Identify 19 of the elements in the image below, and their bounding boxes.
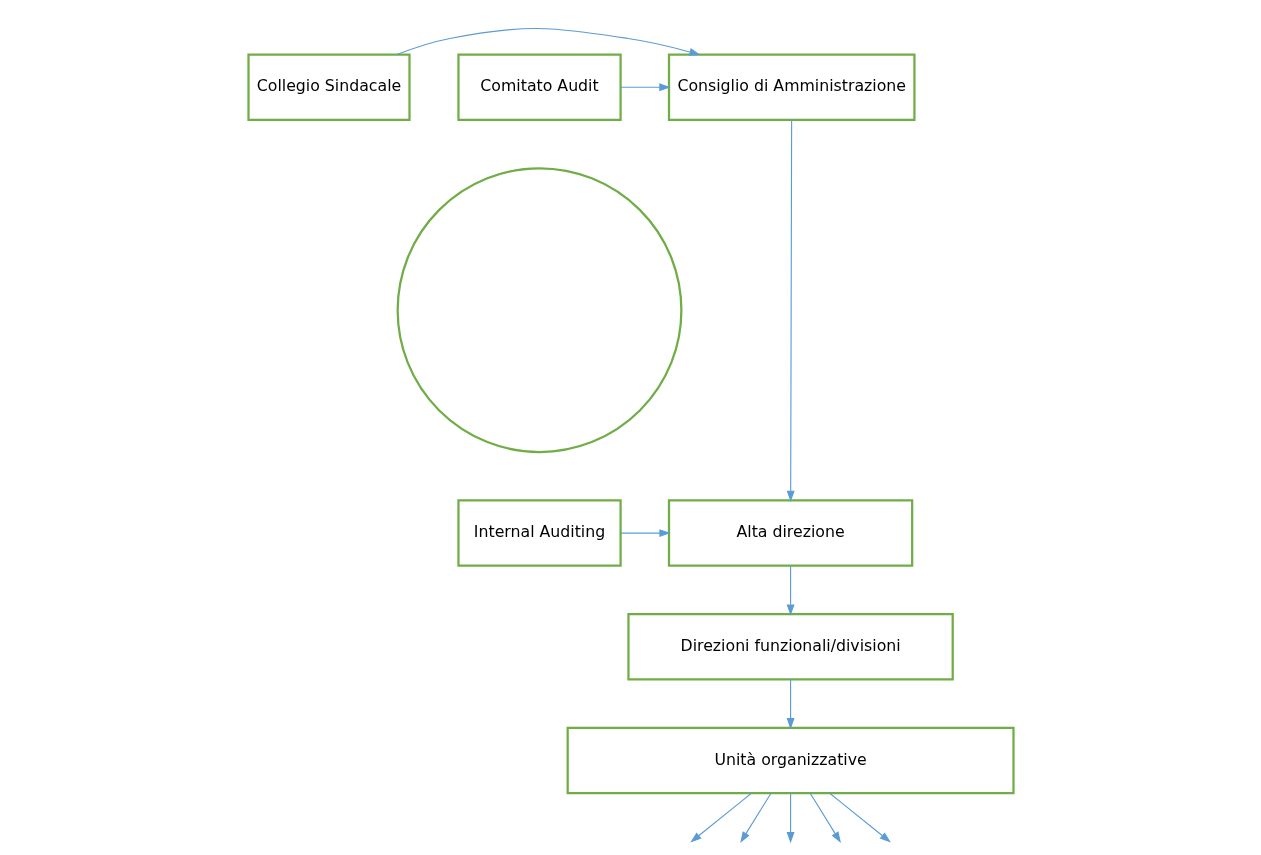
arrow [689, 792, 752, 843]
node-box: Unità organizzative [566, 726, 1015, 795]
node-box: Comitato Audit [456, 53, 622, 122]
node-box: Collegio Sindacale [246, 53, 411, 122]
arrow [809, 792, 841, 843]
arrow [828, 792, 891, 843]
arrow [395, 27, 701, 56]
node-box: Internal Auditing [456, 499, 622, 567]
node-box: Direzioni funzionali/divisioni [626, 613, 954, 681]
node-circle [396, 167, 682, 454]
arrow [786, 792, 795, 844]
arrow [739, 792, 772, 843]
node-box: Consiglio di Amministrazione [667, 53, 916, 122]
arrow [619, 83, 671, 92]
node-box: Alta direzione [667, 499, 913, 567]
arrow [619, 529, 671, 538]
arrow [786, 119, 795, 502]
arrow [786, 565, 795, 616]
arrow [786, 679, 795, 730]
